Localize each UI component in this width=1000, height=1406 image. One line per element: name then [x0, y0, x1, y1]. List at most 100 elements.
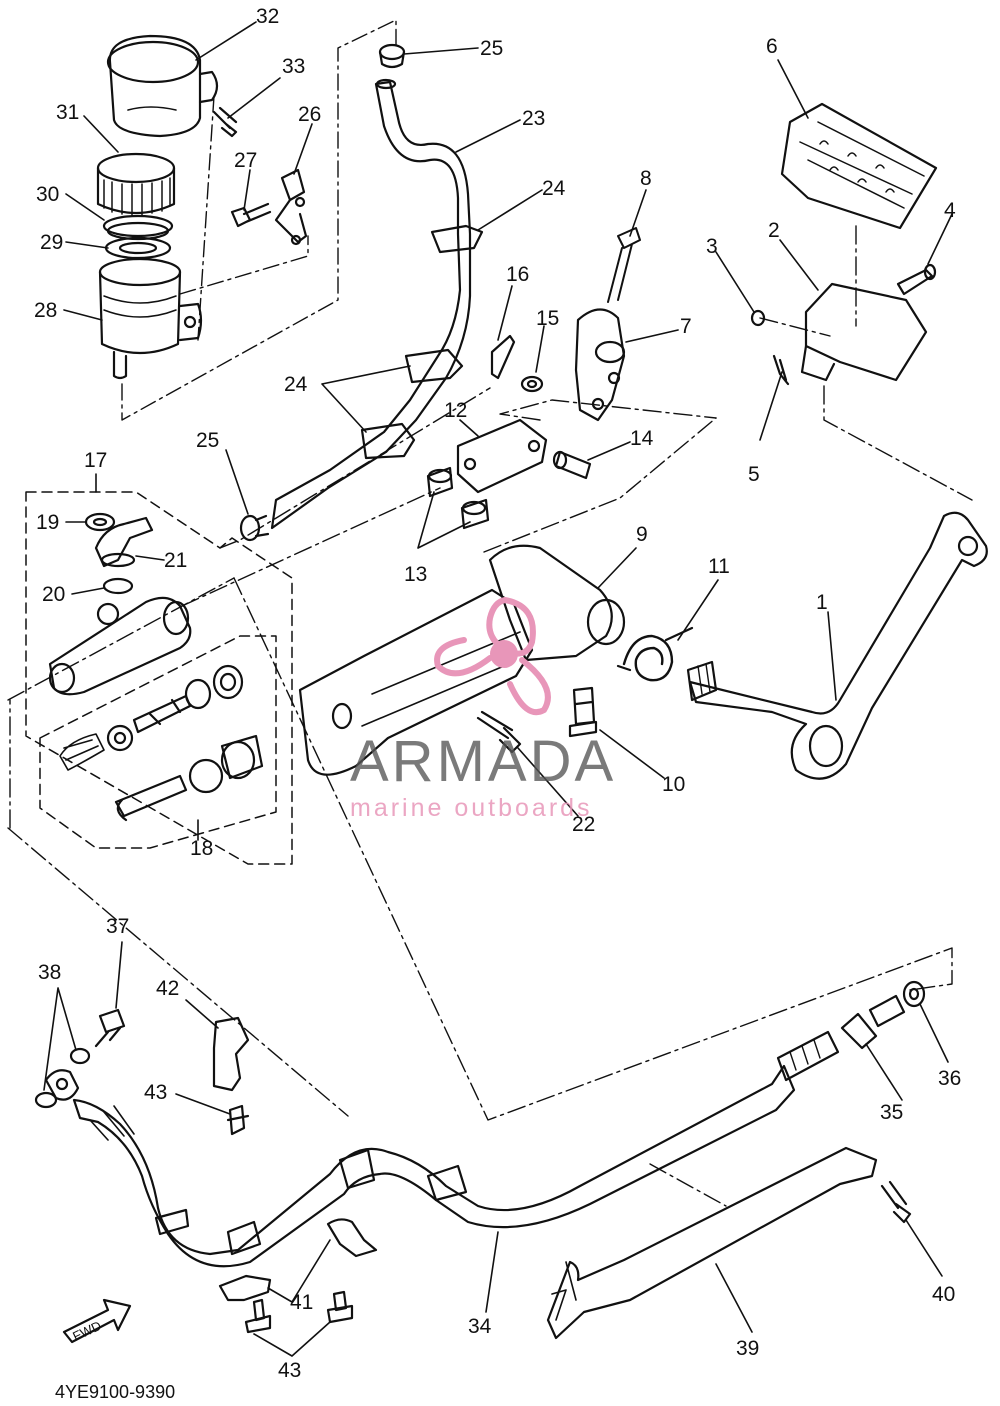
- fwd-arrow: FWD: [62, 1298, 132, 1344]
- callout-27: 27: [234, 149, 258, 172]
- union-bolt-21: [94, 516, 154, 568]
- callout-31: 31: [56, 101, 80, 124]
- pin-16: [490, 334, 516, 380]
- clip-25-bottom: [239, 514, 270, 542]
- callout-1: 1: [816, 591, 828, 614]
- callout-25b: 25: [196, 429, 220, 452]
- callout-39: 39: [736, 1337, 760, 1360]
- callout-5: 5: [748, 463, 760, 486]
- callout-19: 19: [36, 511, 60, 534]
- callout-4: 4: [944, 199, 956, 222]
- bolt-43: [226, 1104, 250, 1136]
- bolt-33: [212, 106, 238, 138]
- callout-18: 18: [190, 837, 214, 860]
- assembly-leader-lines: [7, 225, 973, 1207]
- clamps-41: [218, 1218, 378, 1302]
- box-18-dashed: [39, 635, 277, 849]
- callout-23: 23: [522, 107, 546, 130]
- bolt-40: [880, 1180, 912, 1224]
- washer-19: [84, 512, 116, 532]
- callout-41: 41: [290, 1291, 314, 1314]
- callout-32: 32: [256, 5, 280, 28]
- bracket-9: [298, 544, 626, 776]
- callout-26: 26: [298, 103, 322, 126]
- bolt-8: [607, 227, 641, 303]
- pad-6: [780, 102, 938, 230]
- pipe-39: [546, 1146, 878, 1340]
- washer-36: [902, 980, 926, 1008]
- callout-33: 33: [282, 55, 306, 78]
- callout-43b: 43: [278, 1359, 302, 1382]
- callout-43a: 43: [144, 1081, 168, 1104]
- callout-34: 34: [468, 1315, 492, 1338]
- bolt-27: [230, 202, 272, 228]
- callout-20: 20: [42, 583, 66, 606]
- callout-30: 30: [36, 183, 60, 206]
- clamp-42: [212, 1016, 250, 1092]
- bolts-43-lower: [244, 1290, 354, 1334]
- callout-16: 16: [506, 263, 530, 286]
- bolt-37: [94, 1008, 126, 1048]
- callout-9: 9: [636, 523, 648, 546]
- bolt-10: [568, 686, 598, 738]
- bolt-22: [476, 710, 522, 754]
- plate-29: [104, 236, 172, 260]
- o-ring-20: [102, 577, 134, 595]
- pin-4: [896, 263, 937, 296]
- callout-12: 12: [444, 399, 468, 422]
- diagram-code: 4YE9100-9390: [55, 1382, 176, 1402]
- washer-15: [520, 375, 544, 393]
- callout-35: 35: [880, 1101, 904, 1124]
- reservoir-leader-lines: [121, 19, 397, 421]
- callout-17: 17: [84, 449, 108, 472]
- spring-11: [616, 626, 694, 682]
- callout-38: 38: [38, 961, 62, 984]
- hose-23: [270, 78, 472, 530]
- spacers-13: [426, 466, 490, 530]
- callout-42: 42: [156, 977, 180, 1000]
- callout-40: 40: [932, 1283, 956, 1306]
- callout-24b: 24: [284, 373, 308, 396]
- cotter-pin-5: [772, 354, 790, 386]
- bracket-26: [274, 168, 308, 246]
- callout-36: 36: [938, 1067, 962, 1090]
- lever-7: [574, 308, 626, 422]
- callout-22: 22: [572, 813, 596, 836]
- callout-3: 3: [706, 235, 718, 258]
- reservoir-28: [98, 257, 203, 380]
- reservoir-cap-32: [106, 34, 219, 138]
- cap-31: [96, 152, 176, 216]
- callout-leaders: [43, 21, 953, 1357]
- callout-21: 21: [164, 549, 188, 572]
- callout-13: 13: [404, 563, 428, 586]
- box-17-dashed: [25, 491, 293, 865]
- callout-2: 2: [768, 219, 780, 242]
- diaphragm-30: [102, 214, 174, 241]
- clip-25-top: [378, 43, 406, 69]
- washer-3: [750, 309, 766, 327]
- callout-28: 28: [34, 299, 58, 322]
- pedal-pad-2: [800, 282, 928, 382]
- clevis-12: [456, 418, 548, 494]
- callout-10: 10: [662, 773, 686, 796]
- callout-7: 7: [680, 315, 692, 338]
- piston-kit-parts: [59, 664, 264, 822]
- fitting-35: [840, 994, 906, 1050]
- hose-clamps-24: [360, 224, 484, 460]
- brake-hose-34: [72, 1030, 840, 1268]
- pedal-arm-1: [686, 511, 988, 780]
- callout-11: 11: [708, 555, 730, 578]
- callout-24a: 24: [542, 177, 566, 200]
- callout-25a: 25: [480, 37, 504, 60]
- pin-14: [552, 450, 592, 480]
- callout-15: 15: [536, 307, 560, 330]
- callout-8: 8: [640, 167, 652, 190]
- callout-29: 29: [40, 231, 64, 254]
- callout-6: 6: [766, 35, 778, 58]
- master-cylinder-body: [48, 596, 192, 696]
- callout-37: 37: [106, 915, 130, 938]
- callout-14: 14: [630, 427, 654, 450]
- fitting-38: [34, 1047, 91, 1109]
